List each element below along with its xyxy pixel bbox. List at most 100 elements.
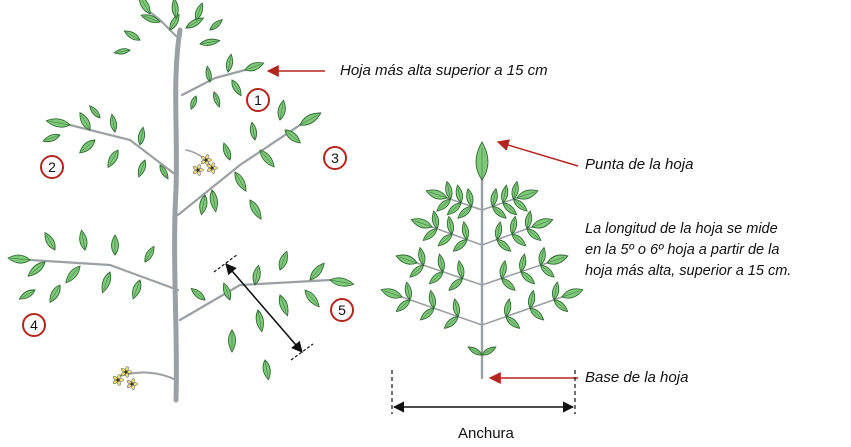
branch [28,258,180,292]
branch [148,10,182,42]
leaflet-vein [439,256,444,272]
leaflet-vein [438,199,451,210]
compound-pinna-axis [481,296,563,326]
leaflet-vein [11,258,31,261]
leaflet-vein [553,299,566,310]
leaflet-vein [81,139,96,152]
leaflet-vein [501,263,505,279]
leaflet-vein [531,220,550,228]
leaflet-vein [446,316,459,327]
leaflet-vein [264,359,269,377]
leaf-tip-label: Punta de la hoja [585,156,694,173]
leaflet-vein [199,40,217,45]
leaflet-vein [414,220,433,228]
leaflet-vein [449,219,453,235]
leaf-length-tick-end [290,343,314,361]
leaf-number-4: 4 [22,313,46,337]
leaflet-vein [139,159,146,175]
leaflet-vein [299,114,318,126]
compound-pinna-axis [481,262,548,286]
leaflet-vein [501,278,514,289]
flower-center [130,382,134,386]
plant-stems [28,10,332,403]
leaf-number-3: 3 [323,146,347,170]
leaflet-vein [553,284,558,300]
leaflet-vein [561,290,580,298]
leaflet-vein [201,194,206,212]
leaflet-vein [304,289,318,305]
compound-leaf-leaflets [380,141,584,356]
flower-center [116,378,120,382]
leaflet-vein [112,116,116,133]
leaflet-vein [429,191,448,199]
compound-pinna-axis [481,197,518,211]
leaflet-vein [492,191,496,207]
leaflet-vein [520,256,525,272]
leaflet-vein [516,191,535,199]
leaflet-vein [144,248,153,263]
measure-note-line-1: La longitud de la hoja se mide [585,221,778,237]
leaflet-vein [546,256,565,264]
leaflet-vein [51,284,61,300]
flower-center [204,158,208,162]
leaflet-vein [207,68,211,83]
leaflet-vein [30,261,46,275]
leaf-length-tick-start [213,253,239,273]
leaflet-vein [540,250,544,266]
leaflet-vein [540,265,553,276]
leaflet-vein [234,171,245,189]
leaflet-vein [411,265,424,276]
leaflet-vein [454,301,459,317]
leaflet-vein [496,224,500,240]
leaf-number-5: 5 [330,298,354,322]
leaflet-vein [231,79,240,94]
compound-leaf-rachis [401,148,563,380]
leaflet-vein [209,21,221,31]
leaflet-vein [529,308,542,319]
leaflet-vein [455,239,468,250]
leaflet-vein [502,202,515,214]
leaflet-vein [211,189,216,209]
compound-pinna-axis [481,226,533,246]
leaf-base-label: Base de la hoja [585,369,689,386]
leaflet-vein [384,290,403,298]
top-leaf-label: Hoja más alta superior a 15 cm [340,62,548,79]
measure-note: La longitud de la hoja se mide en la 5º … [585,219,791,282]
leaflet-vein [329,279,351,284]
compound-pinna-axis [446,197,483,211]
main-stem [172,27,183,403]
leaflet-vein [227,56,231,73]
leaflet-vein [505,301,510,317]
leaf-number-1: 1 [246,88,270,112]
leaflet-vein [492,206,505,217]
leaflet-vein [468,191,472,207]
leaflet-vein [459,263,463,279]
compound-pinna-axis [401,296,483,326]
leaflet-vein [174,1,177,19]
leaflet-vein [169,16,178,31]
leaflet-vein [496,239,509,250]
plant-leaves [7,0,355,381]
leaflet-vein [425,228,438,239]
leaflet-vein [185,19,201,29]
leaflet-vein [420,250,424,266]
leaf-length-arrow [225,263,303,353]
leaflet-vein [45,134,61,141]
leaflet-vein [193,289,206,301]
leaflet-vein [529,293,534,309]
leaflet-vein [422,308,435,319]
leaflet-vein [244,63,262,71]
leaflet-vein [449,202,462,214]
leaflet-vein [224,145,231,161]
branch [176,123,302,217]
flower-center [210,166,214,170]
branch [180,68,247,97]
leaflet-vein [279,103,284,121]
leaflet-vein [513,199,526,210]
leaflet-vein [46,235,56,251]
measure-note-line-3: hoja más alta, superior a 15 cm. [585,263,792,279]
leaflet-vein [81,233,86,251]
leaflet-vein [252,124,256,141]
leaflet-vein [406,284,411,300]
